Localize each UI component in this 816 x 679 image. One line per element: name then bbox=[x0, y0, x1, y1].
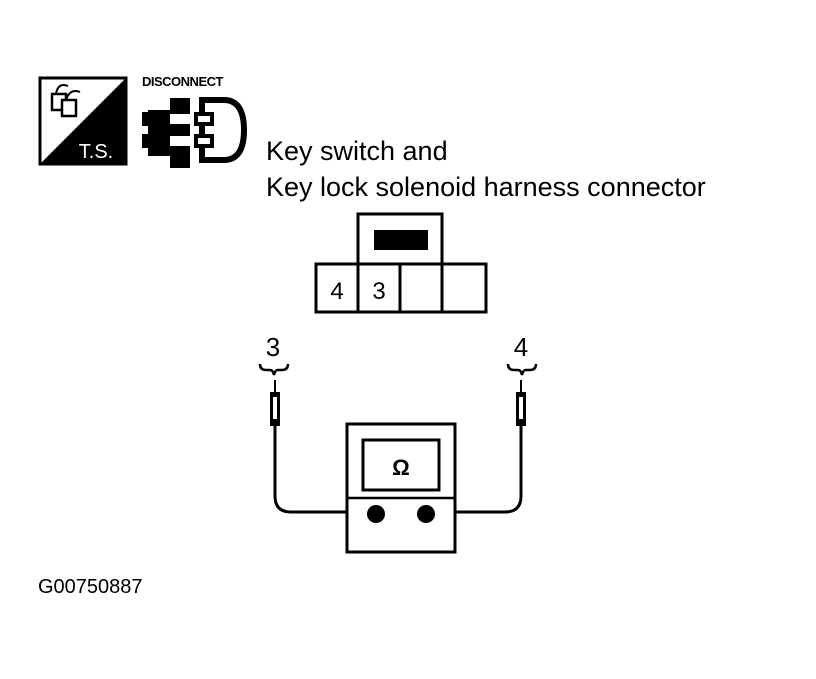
harness-connector: 4 3 bbox=[314, 212, 488, 314]
connector-terminal-label: 3 bbox=[372, 278, 385, 305]
diagram-title-line-2: Key lock solenoid harness connector bbox=[266, 172, 706, 202]
meter-jack-left bbox=[367, 505, 385, 523]
ohmmeter-icon: Ω bbox=[345, 422, 457, 554]
left-probe-terminal: 3 bbox=[266, 332, 280, 362]
meter-symbol: Ω bbox=[392, 455, 410, 480]
diagram-title-line-1: Key switch and bbox=[266, 136, 448, 166]
disconnect-connector-icon bbox=[142, 97, 248, 168]
probe-label-left: 3 bbox=[258, 332, 290, 376]
right-probe-terminal: 4 bbox=[514, 332, 528, 362]
connector-lock-tab bbox=[374, 230, 428, 250]
ts-badge-label: T.S. bbox=[79, 141, 113, 163]
right-test-probe bbox=[426, 380, 526, 514]
probe-label-right: 4 bbox=[506, 332, 538, 376]
ts-tool-icon: T.S. bbox=[38, 76, 128, 166]
meter-jack-right bbox=[417, 505, 435, 523]
disconnect-label: DISCONNECT bbox=[142, 74, 223, 89]
figure-id: G00750887 bbox=[38, 576, 143, 598]
meter-display bbox=[361, 438, 441, 492]
connector-terminal-label: 4 bbox=[330, 278, 343, 305]
left-test-probe bbox=[270, 380, 376, 514]
